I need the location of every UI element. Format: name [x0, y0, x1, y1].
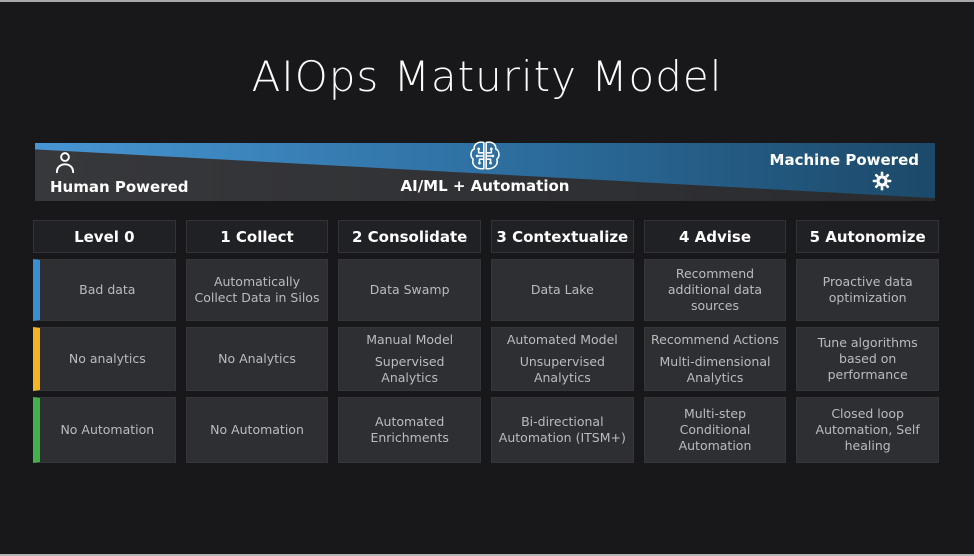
cell-text: Multi-dimensional Analytics — [659, 353, 771, 386]
matrix-cell: Data Lake — [491, 259, 634, 321]
matrix-cell: No Automation — [185, 397, 329, 463]
matrix-cell: No Automation — [33, 397, 176, 463]
matrix-cell: Automatically Collect Data in Silos — [185, 259, 329, 321]
matrix-column-0: Level 0 Bad data No analytics No Automation — [33, 220, 176, 463]
banner-right-group: Machine Powered — [770, 143, 935, 201]
cell-text: Bad data — [79, 281, 136, 297]
cell-text: No Analytics — [218, 350, 296, 366]
cell-text: Multi-step Conditional Automation — [678, 405, 752, 454]
matrix-cell: Tune algorithms based on performance — [796, 327, 939, 391]
column-header: 5 Autonomize — [796, 220, 939, 253]
human-powered-label: Human Powered — [50, 178, 189, 196]
cell-text: Automated Enrichments — [370, 413, 449, 445]
cell-text: Automatically Collect Data in Silos — [194, 273, 320, 305]
person-icon — [52, 150, 189, 176]
column-header: 1 Collect — [185, 220, 329, 253]
column-header: 3 Contextualize — [491, 220, 634, 253]
cell-text: Manual Model — [366, 331, 454, 347]
cell-text: Supervised Analytics — [374, 353, 445, 386]
cell-text: Tune algorithms based on performance — [817, 334, 918, 383]
ai-brain-icon — [466, 137, 504, 175]
banner-left-group: Human Powered — [35, 143, 189, 201]
cell-text: No analytics — [68, 350, 146, 366]
page-title: AIOps Maturity Model — [251, 52, 723, 101]
cell-text: Closed loop Automation, Self healing — [815, 405, 920, 454]
matrix-cell: Closed loop Automation, Self healing — [796, 397, 939, 463]
cell-text: Automated Model — [506, 331, 618, 347]
matrix-cell: Proactive data optimization — [796, 259, 939, 321]
cell-text: Recommend additional data sources — [667, 265, 763, 314]
cell-text: No Automation — [60, 421, 155, 437]
cell-text: Recommend Actions — [651, 331, 779, 347]
matrix-cell: Bi-directional Automation (ITSM+) — [491, 397, 634, 463]
matrix-cell: Recommend additional data sources — [643, 259, 787, 321]
cell-text: No Automation — [210, 421, 304, 437]
machine-powered-label: Machine Powered — [769, 151, 919, 169]
column-header: Level 0 — [33, 220, 176, 253]
matrix-cell: Automated Enrichments — [338, 397, 481, 463]
maturity-spectrum-banner: Human Powered — [35, 141, 935, 201]
column-header: 4 Advise — [643, 220, 787, 253]
matrix-cell: No analytics — [33, 327, 176, 391]
maturity-matrix: Level 0 Bad data No analytics No Automation… — [33, 220, 939, 463]
matrix-cell: Data Swamp — [338, 259, 481, 321]
cell-text: Bi-directional Automation (ITSM+) — [498, 413, 626, 445]
cell-text: Data Swamp — [369, 281, 450, 297]
cell-text: Proactive data optimization — [822, 273, 913, 305]
cell-text: Unsupervised Analytics — [519, 353, 605, 386]
matrix-cell: Multi-step Conditional Automation — [643, 397, 787, 463]
aiml-automation-label: AI/ML + Automation — [400, 177, 570, 195]
cell-text: Data Lake — [530, 281, 594, 297]
matrix-cell: No Analytics — [185, 327, 329, 391]
column-header: 2 Consolidate — [338, 220, 481, 253]
gear-icon — [871, 170, 893, 192]
matrix-cell: Bad data — [33, 259, 176, 321]
